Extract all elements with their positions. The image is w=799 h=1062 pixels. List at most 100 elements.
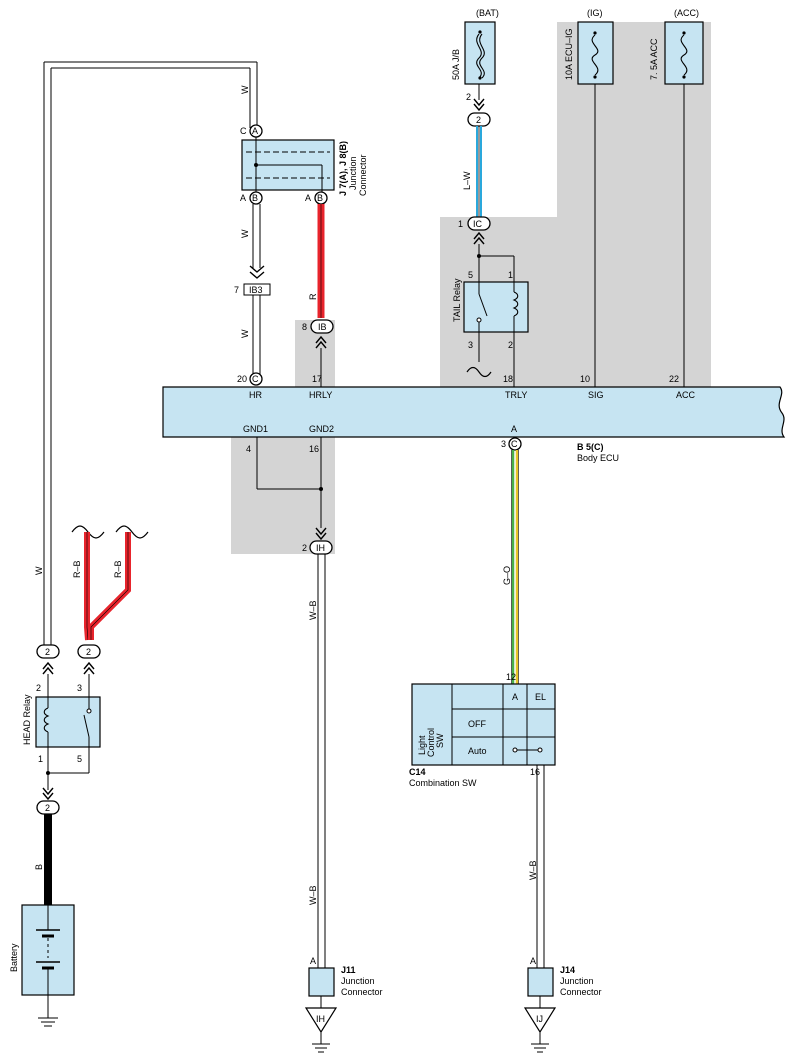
- tail-p1: 1: [508, 270, 513, 280]
- jc-pin-a-right: A: [305, 193, 311, 203]
- ecu-hrly: HRLY: [309, 390, 332, 400]
- combo-sw3: SW: [435, 733, 445, 748]
- junction-connector-j7-j8: J 7(A), J 8(B) Junction Connector: [241, 137, 368, 196]
- ecu-acc: ACC: [676, 390, 696, 400]
- j11-l2: Connector: [341, 987, 383, 997]
- combo-off: OFF: [468, 719, 486, 729]
- ecu-id: B 5(C): [577, 442, 604, 452]
- j11-id: J11: [341, 965, 356, 975]
- head-relay-label: HEAD Relay: [22, 694, 32, 745]
- body-ecu: 17 18 10 22 HR HRLY TRLY SIG ACC GND1 GN…: [162, 374, 786, 438]
- jc-term-a: A: [252, 126, 258, 136]
- jc-line1: Junction: [348, 156, 358, 190]
- combo-name: Combination SW: [409, 778, 477, 788]
- bat-fuse-label: 50A J/B: [451, 49, 461, 80]
- combo-sw2: Control: [426, 728, 436, 757]
- head-p1: 1: [38, 754, 43, 764]
- ig-fuse-label: 10A ECU–IG: [564, 28, 574, 80]
- ecu-sig: SIG: [588, 390, 604, 400]
- wire-w2: W: [240, 229, 250, 238]
- tail-p5: 5: [468, 270, 473, 280]
- bat-label: (BAT): [476, 8, 499, 18]
- ecu-p20: 20: [237, 374, 247, 384]
- wire-wb2: W–B: [308, 885, 318, 905]
- ecu-p16: 16: [309, 444, 319, 454]
- wire-rb2: R–B: [113, 560, 123, 578]
- ic-pin: 1: [458, 219, 463, 229]
- jc-term-b2: B: [317, 193, 323, 203]
- jc-id: J 7(A), J 8(B): [338, 141, 348, 196]
- combo-col-a: A: [512, 692, 518, 702]
- wire-go: G–O: [502, 566, 512, 585]
- fuse-ig: (IG) 10A ECU–IG: [564, 8, 614, 85]
- jc-pin-c: C: [240, 126, 247, 136]
- tail-p3: 3: [468, 340, 473, 350]
- wire-wb3: W–B: [528, 860, 538, 880]
- bat-conn-text: 2: [476, 115, 481, 125]
- wire-w1: W: [240, 85, 250, 94]
- wire-rb1: R–B: [72, 560, 82, 578]
- jc-pin-a-left: A: [240, 193, 246, 203]
- rb-wires: R–B R–B: [71, 525, 149, 641]
- combination-switch: 12 A EL OFF Auto Light Control SW C14 Co…: [409, 672, 556, 788]
- wire-w4: W: [34, 566, 44, 575]
- head-p5: 5: [77, 754, 82, 764]
- tail-p2: 2: [508, 340, 513, 350]
- j11-ground: IH: [316, 1014, 325, 1024]
- ecu-p17: 17: [312, 374, 322, 384]
- ecu-hr: HR: [249, 390, 262, 400]
- head-conn1: 2: [45, 647, 50, 657]
- ecu-p4: 4: [246, 444, 251, 454]
- j11-pin: A: [310, 956, 316, 966]
- battery: Battery: [9, 904, 75, 1027]
- ig-label: (IG): [587, 8, 603, 18]
- bat-pin: 2: [466, 92, 471, 102]
- wire-b: B: [34, 864, 44, 870]
- c-bot: C: [511, 439, 518, 449]
- ecu-gnd1: GND1: [243, 424, 268, 434]
- tail-relay-label: TAIL Relay: [452, 278, 462, 322]
- battery-label: Battery: [9, 943, 19, 972]
- wire-r: R: [308, 293, 318, 300]
- combo-auto: Auto: [468, 746, 487, 756]
- j14-pin: A: [530, 956, 536, 966]
- wire-w3: W: [240, 329, 250, 338]
- head-relay: 2 3 HEAD Relay 1 5: [22, 683, 101, 764]
- combo-id: C14: [409, 767, 426, 777]
- tail-relay: 5 1 3 2 TAIL Relay: [452, 270, 529, 350]
- wire-wb1: W–B: [308, 600, 318, 620]
- j14-l2: Connector: [560, 987, 602, 997]
- acc-label: (ACC): [674, 8, 699, 18]
- acc-fuse-label: 7. 5A ACC: [649, 38, 659, 80]
- ecu-c-hr: C: [252, 374, 259, 384]
- combo-p16: 16: [530, 767, 540, 777]
- head-p2: 2: [36, 683, 41, 693]
- ib3-conn: IB3: [249, 285, 263, 295]
- fuse-bat: (BAT) 50A J/B: [451, 8, 499, 85]
- j14-id: J14: [560, 965, 575, 975]
- junction-j11: A J11 Junction Connector IH: [304, 956, 383, 1053]
- ib3-pin: 7: [234, 285, 239, 295]
- ecu-p10: 10: [580, 374, 590, 384]
- ecu-name: Body ECU: [577, 453, 619, 463]
- wire-lw: L–W: [462, 171, 472, 190]
- head-conn2: 2: [86, 647, 91, 657]
- fuse-acc: (ACC) 7. 5A ACC: [649, 8, 704, 85]
- head-p3: 3: [77, 683, 82, 693]
- j14-ground: IJ: [536, 1014, 543, 1024]
- combo-sw1: Light: [417, 735, 427, 755]
- ecu-p18: 18: [503, 374, 513, 384]
- batt-conn: 2: [45, 803, 50, 813]
- ic-conn: IC: [473, 219, 483, 229]
- combo-p12: 12: [506, 672, 516, 682]
- ecu-gnd2: GND2: [309, 424, 334, 434]
- combo-col-el: EL: [535, 692, 546, 702]
- ib-conn: IB: [318, 322, 327, 332]
- junction-j14: A J14 Junction Connector IJ: [523, 956, 602, 1053]
- ecu-trly: TRLY: [505, 390, 527, 400]
- ih-conn: IH: [316, 543, 325, 553]
- ib-pin: 8: [302, 322, 307, 332]
- j11-l1: Junction: [341, 976, 375, 986]
- ecu-p22: 22: [669, 374, 679, 384]
- jc-term-b1: B: [252, 193, 258, 203]
